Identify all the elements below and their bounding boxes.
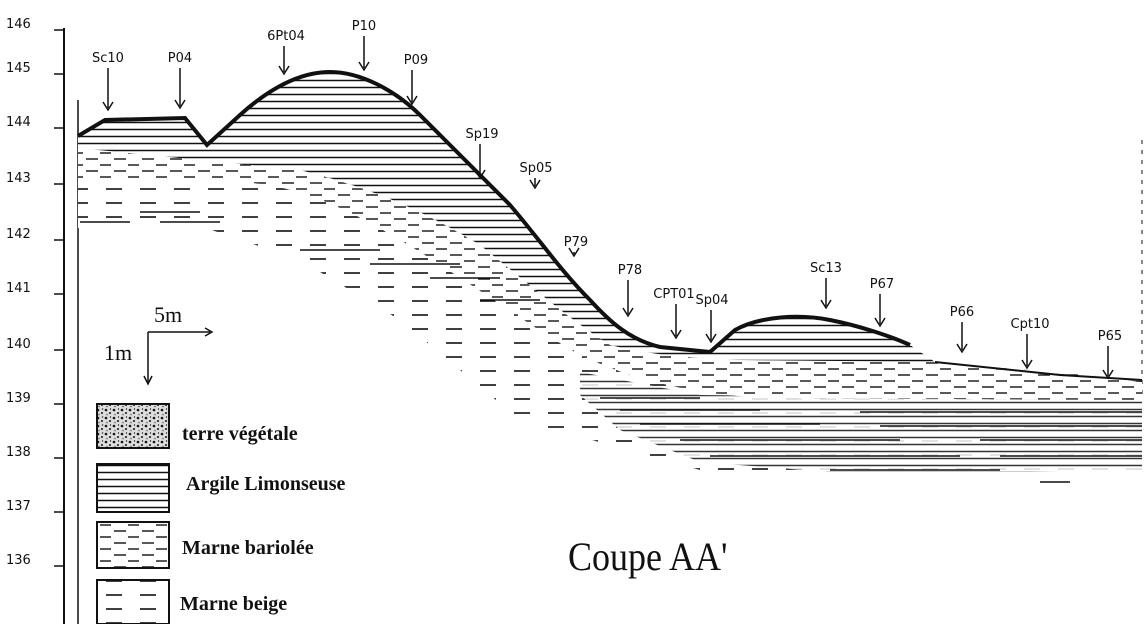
borehole-marker-sc10: Sc10 bbox=[92, 51, 124, 112]
borehole-label: P78 bbox=[618, 263, 642, 278]
extended-strata-lines bbox=[80, 211, 1142, 483]
axis-tick-label: 139 bbox=[6, 391, 31, 406]
legend-item-marne-beige: Marne beige bbox=[96, 579, 287, 624]
axis-tick-label: 143 bbox=[6, 171, 31, 186]
arrow-down-icon bbox=[102, 101, 114, 112]
borehole-marker-p65: P65 bbox=[1098, 329, 1122, 380]
legend-label: Marne bariolée bbox=[182, 537, 314, 559]
elevation-axis: 146 145 144 143 142 141 140 139 138 137 136 bbox=[6, 17, 65, 624]
borehole-label: P66 bbox=[950, 305, 974, 320]
axis-tick-label: 137 bbox=[6, 499, 31, 514]
horizontal-scale-label: 5m bbox=[154, 302, 182, 327]
legend-item-terre-vegetale: terre végétale bbox=[96, 403, 298, 449]
arrow-down-icon bbox=[705, 333, 717, 344]
arrow-down-icon bbox=[1021, 359, 1033, 370]
legend-item-marne-bariolee: Marne bariolée bbox=[96, 521, 314, 569]
axis-tick-label: 146 bbox=[6, 17, 31, 32]
borehole-marker-6pt04: 6Pt04 bbox=[267, 29, 305, 76]
arrow-down-icon bbox=[358, 61, 370, 72]
axis-tick-label: 140 bbox=[6, 337, 31, 352]
layer-marne-beige bbox=[78, 180, 1142, 480]
arrow-down-icon bbox=[874, 317, 886, 328]
axis-tick-label: 142 bbox=[6, 227, 31, 242]
arrow-down-icon bbox=[278, 65, 290, 76]
legend: terre végétale Argile Limonseuse Marne b… bbox=[96, 403, 346, 624]
arrow-down-icon bbox=[670, 329, 682, 340]
borehole-marker-cpt10: Cpt10 bbox=[1011, 317, 1050, 370]
arrow-down-icon bbox=[622, 307, 634, 318]
axis-tick-label: 144 bbox=[6, 115, 31, 130]
layer-terre-vegetale bbox=[76, 69, 1143, 381]
legend-item-argile-limonseuse: Argile Limonseuse bbox=[96, 463, 346, 513]
borehole-label: P67 bbox=[870, 277, 894, 292]
arrow-down-icon bbox=[820, 299, 832, 310]
borehole-label: Sp04 bbox=[695, 293, 728, 308]
borehole-label: P79 bbox=[564, 235, 588, 250]
borehole-marker-p66: P66 bbox=[950, 305, 974, 354]
borehole-marker-p78: P78 bbox=[618, 263, 642, 318]
arrow-down-icon bbox=[568, 247, 580, 258]
scale-indicator: 5m 1m bbox=[104, 302, 214, 386]
borehole-marker-sp04: Sp04 bbox=[695, 293, 729, 344]
borehole-marker-p10: P10 bbox=[352, 19, 376, 72]
borehole-label: P10 bbox=[352, 19, 376, 34]
borehole-label: Sp19 bbox=[465, 127, 498, 142]
layer-argile-limonseuse bbox=[78, 72, 1142, 382]
borehole-label: 6Pt04 bbox=[267, 29, 305, 44]
borehole-marker-cpt01: CPT01 bbox=[653, 287, 695, 340]
vertical-scale-label: 1m bbox=[104, 340, 132, 365]
borehole-label: P09 bbox=[404, 53, 428, 68]
arrow-down-icon bbox=[174, 99, 186, 110]
borehole-marker-p67: P67 bbox=[870, 277, 894, 328]
borehole-marker-p09: P09 bbox=[404, 53, 428, 106]
layer-marne-bariolee bbox=[78, 148, 1142, 400]
axis-tick-label: 136 bbox=[6, 553, 31, 568]
legend-swatch-speckle bbox=[96, 403, 170, 449]
legend-swatch-lines bbox=[96, 463, 170, 513]
section-title: Coupe AA' bbox=[568, 535, 727, 579]
legend-label: terre végétale bbox=[182, 423, 298, 445]
borehole-marker-sp05: Sp05 bbox=[519, 161, 553, 190]
arrow-down-icon bbox=[1102, 369, 1114, 380]
arrow-down-icon bbox=[406, 95, 418, 106]
borehole-marker-p79: P79 bbox=[564, 235, 588, 258]
axis-tick-label: 141 bbox=[6, 281, 31, 296]
arrow-down-icon bbox=[529, 179, 541, 190]
borehole-marker-p04: P04 bbox=[168, 51, 192, 110]
borehole-label: Cpt10 bbox=[1011, 317, 1050, 332]
borehole-label: CPT01 bbox=[653, 287, 694, 302]
axis-tick-label: 138 bbox=[6, 445, 31, 460]
borehole-label: Sc13 bbox=[810, 261, 842, 276]
legend-label: Marne beige bbox=[180, 593, 287, 615]
borehole-label: Sc10 bbox=[92, 51, 124, 66]
legend-label: Argile Limonseuse bbox=[186, 473, 346, 495]
borehole-marker-sp19: Sp19 bbox=[465, 127, 499, 180]
borehole-label: Sp05 bbox=[519, 161, 552, 176]
arrow-down-icon bbox=[474, 169, 486, 180]
borehole-label: P04 bbox=[168, 51, 192, 66]
axis-tick-label: 145 bbox=[6, 61, 31, 76]
arrow-down-icon bbox=[956, 343, 968, 354]
borehole-marker-sc13: Sc13 bbox=[810, 261, 842, 310]
legend-swatch-dense-dashes bbox=[96, 521, 170, 569]
borehole-label: P65 bbox=[1098, 329, 1122, 344]
legend-swatch-sparse-dashes bbox=[96, 579, 170, 624]
